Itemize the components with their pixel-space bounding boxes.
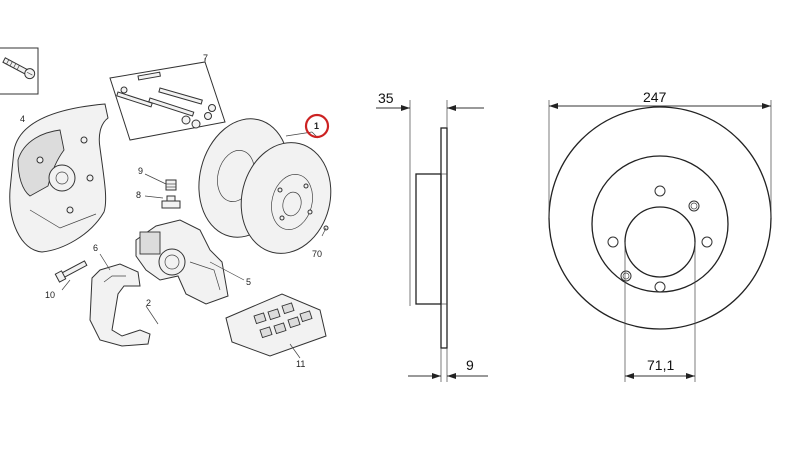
callout-2: 2 xyxy=(146,298,151,308)
exploded-view: 1 7 4 9 8 6 5 10 2 11 70 xyxy=(0,47,332,369)
screw-inset xyxy=(0,47,39,95)
hub-ring xyxy=(591,155,729,293)
hub-profile xyxy=(415,173,442,305)
callout-11: 11 xyxy=(296,359,305,369)
dim-hub-depth: 35 xyxy=(378,90,394,106)
callout-5: 5 xyxy=(246,277,251,287)
bolt-holes xyxy=(607,185,713,293)
part-7-bolt-kit xyxy=(109,58,226,141)
side-view: 35 9 xyxy=(376,90,488,382)
part-4-backing-plate xyxy=(9,103,109,253)
center-bore xyxy=(624,206,696,278)
callout-1: 1 xyxy=(314,121,319,131)
part-11-brake-pads xyxy=(225,293,327,359)
callout-6: 6 xyxy=(93,243,98,253)
caliper xyxy=(135,219,245,305)
disc-rim-profile xyxy=(440,127,448,349)
callout-10: 10 xyxy=(45,290,55,300)
part-6-bracket xyxy=(89,253,159,347)
dim-thickness: 9 xyxy=(466,357,474,373)
callout-4: 4 xyxy=(20,114,25,124)
dim-diameter: 247 xyxy=(643,89,667,105)
callout-70: 70 xyxy=(312,249,322,259)
disc-outer xyxy=(548,106,772,330)
callout-7: 7 xyxy=(203,53,208,63)
highlight-ring xyxy=(304,113,330,139)
callout-8: 8 xyxy=(136,190,141,200)
callout-9: 9 xyxy=(138,166,143,176)
front-view: 247 71,1 xyxy=(548,89,772,382)
dim-center-bore: 71,1 xyxy=(647,357,674,373)
part-8-9-bleeder xyxy=(144,173,181,209)
part-10-bolt xyxy=(54,260,88,291)
part-1-brake-discs xyxy=(198,118,332,254)
